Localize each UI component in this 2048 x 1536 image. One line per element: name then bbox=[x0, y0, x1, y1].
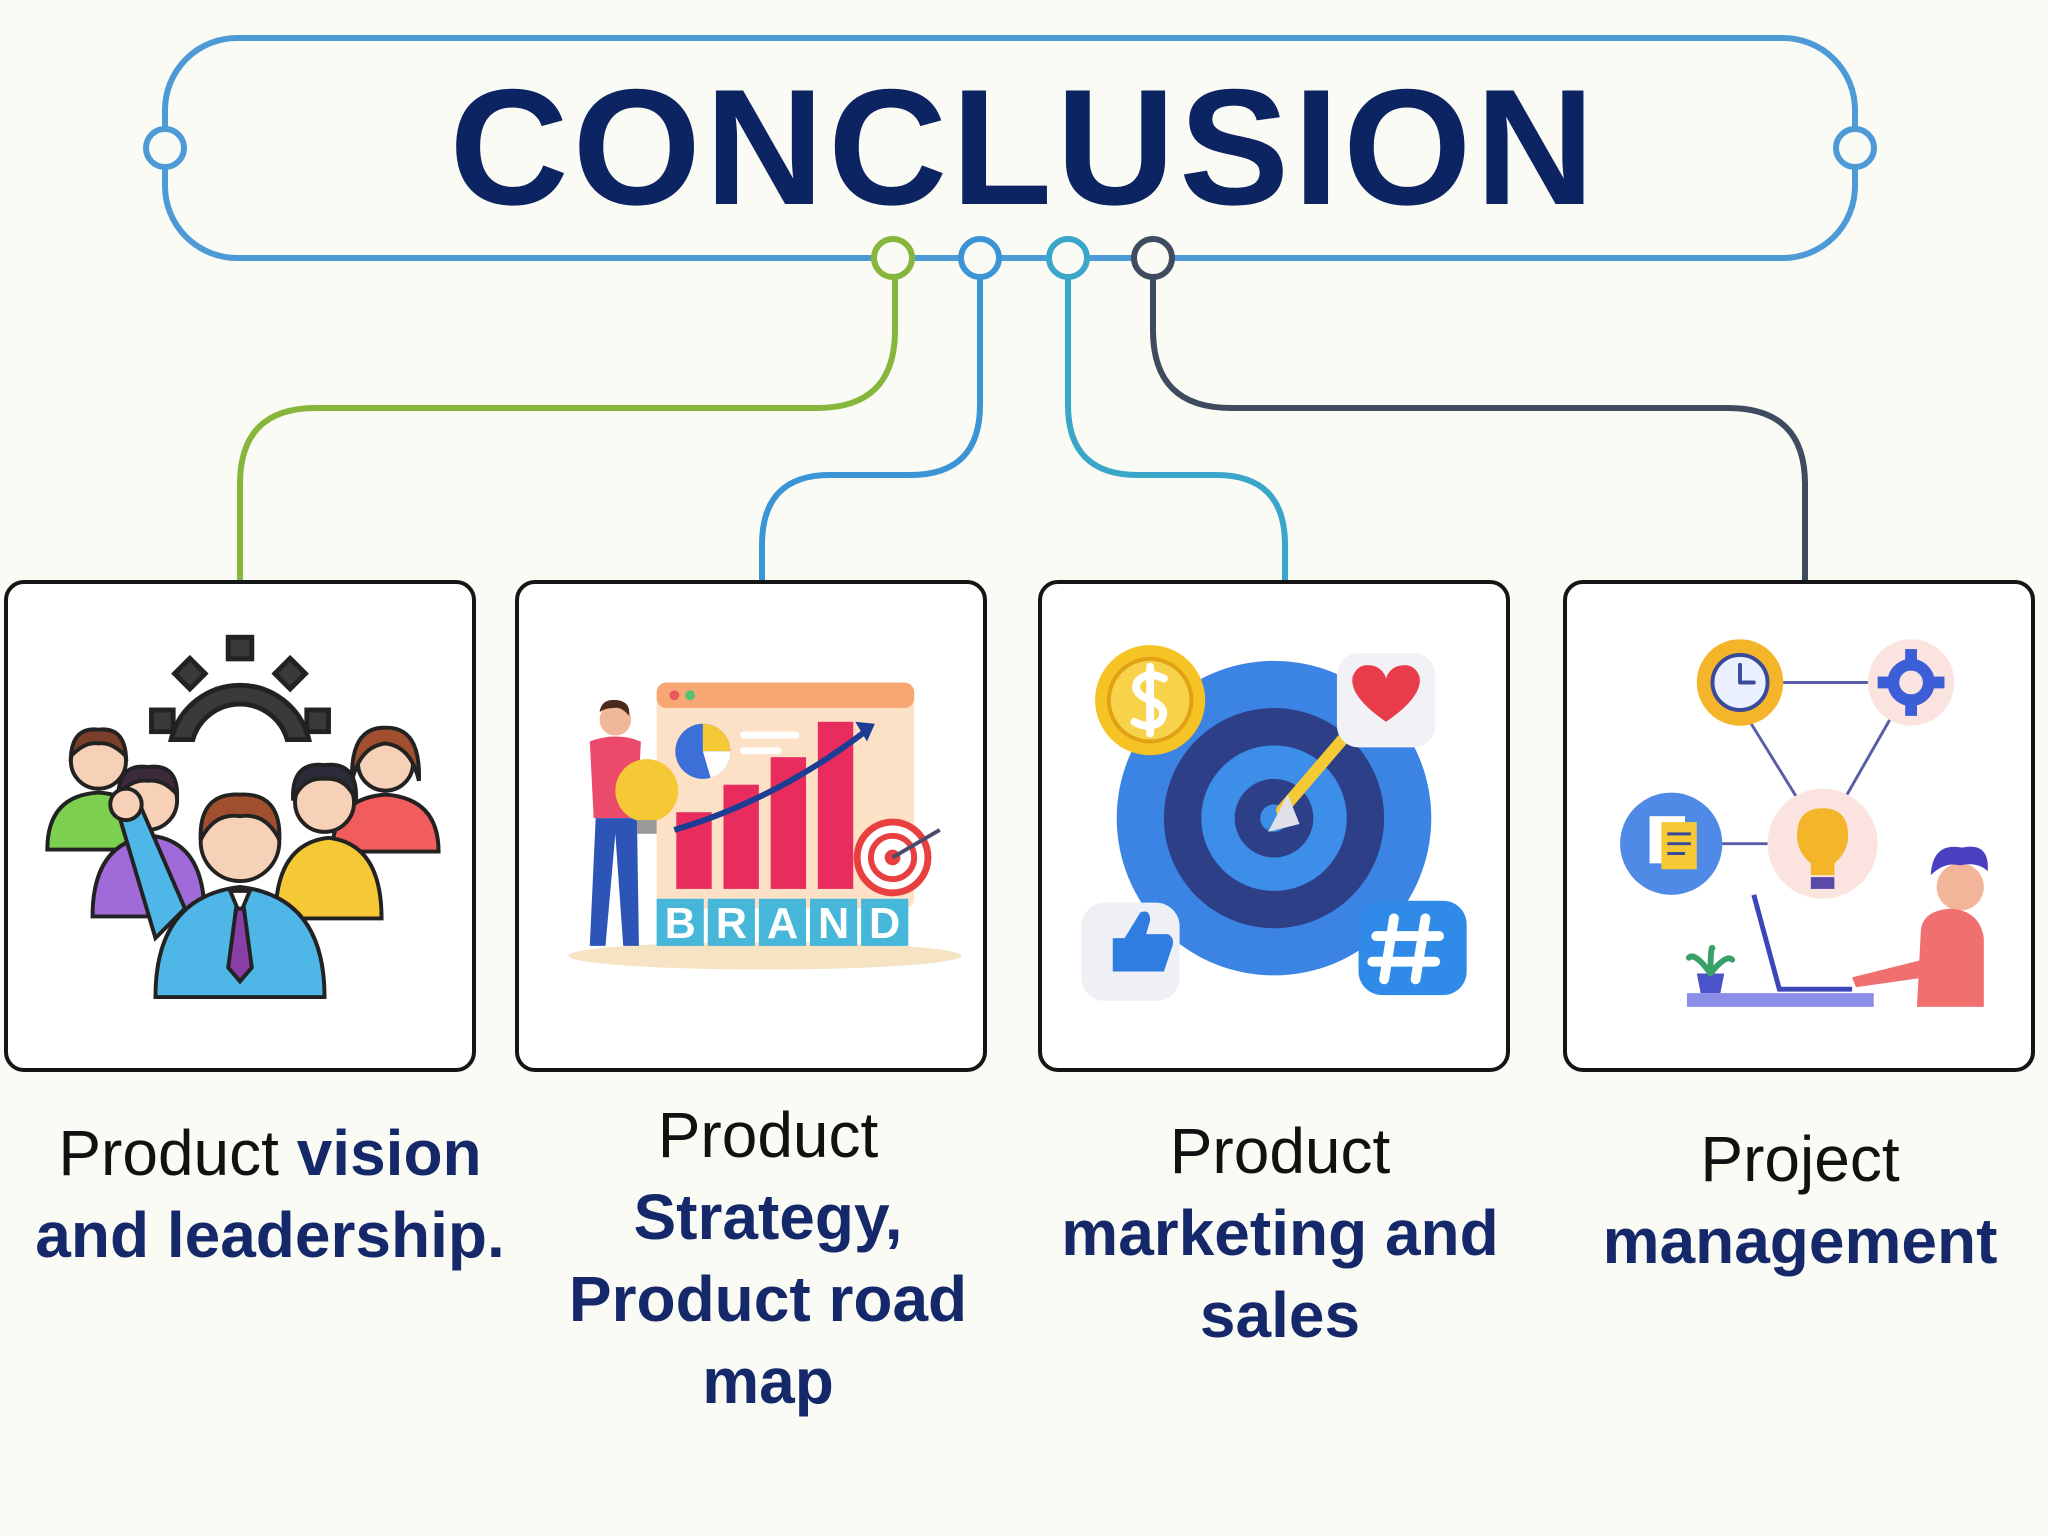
label-bold: Strategy, Product road map bbox=[568, 1181, 968, 1417]
card-project-management bbox=[1563, 580, 2035, 1072]
label-strategy-roadmap: Product Strategy, Product road map bbox=[528, 1094, 1008, 1422]
branch-line-2 bbox=[759, 278, 983, 580]
svg-text:D: D bbox=[869, 900, 900, 948]
label-regular: Project bbox=[1700, 1123, 1900, 1195]
label-bold: marketing and sales bbox=[1061, 1197, 1499, 1351]
label-regular: Product bbox=[1169, 1115, 1391, 1187]
branch-line-1 bbox=[237, 278, 898, 580]
card-strategy-roadmap: B R A N D bbox=[515, 580, 987, 1072]
label-marketing-sales: Product marketing and sales bbox=[1040, 1110, 1520, 1356]
branch-node-1 bbox=[871, 236, 915, 280]
label-regular: Product bbox=[58, 1117, 297, 1189]
brand-blocks: B R A N D bbox=[656, 898, 909, 948]
label-regular: Product bbox=[657, 1099, 879, 1171]
branch-line-4 bbox=[1150, 278, 1808, 580]
label-bold: management bbox=[1602, 1205, 1998, 1277]
card-vision-leadership bbox=[4, 580, 476, 1072]
frame-node-left bbox=[143, 126, 187, 170]
label-bold: vision and leadership bbox=[35, 1117, 487, 1271]
branch-node-2 bbox=[958, 236, 1002, 280]
marketing-target-icon bbox=[1081, 645, 1467, 1001]
page-title: CONCLUSION bbox=[449, 54, 1599, 239]
label-vision-leadership: Product vision and leadership. bbox=[30, 1112, 510, 1276]
project-management-icon bbox=[1620, 639, 1988, 1007]
branch-node-4 bbox=[1131, 236, 1175, 280]
branch-node-3 bbox=[1046, 236, 1090, 280]
team-leadership-icon bbox=[45, 634, 441, 1000]
svg-text:R: R bbox=[716, 900, 747, 948]
label-tail: . bbox=[486, 1199, 505, 1271]
brand-strategy-icon: B R A N D bbox=[568, 682, 962, 970]
card-marketing-sales bbox=[1038, 580, 1510, 1072]
svg-text:B: B bbox=[665, 900, 696, 948]
frame-node-right bbox=[1833, 126, 1877, 170]
branch-line-3 bbox=[1065, 278, 1288, 580]
label-project-management: Project management bbox=[1560, 1118, 2040, 1282]
svg-text:N: N bbox=[818, 900, 849, 948]
svg-text:A: A bbox=[767, 900, 798, 948]
